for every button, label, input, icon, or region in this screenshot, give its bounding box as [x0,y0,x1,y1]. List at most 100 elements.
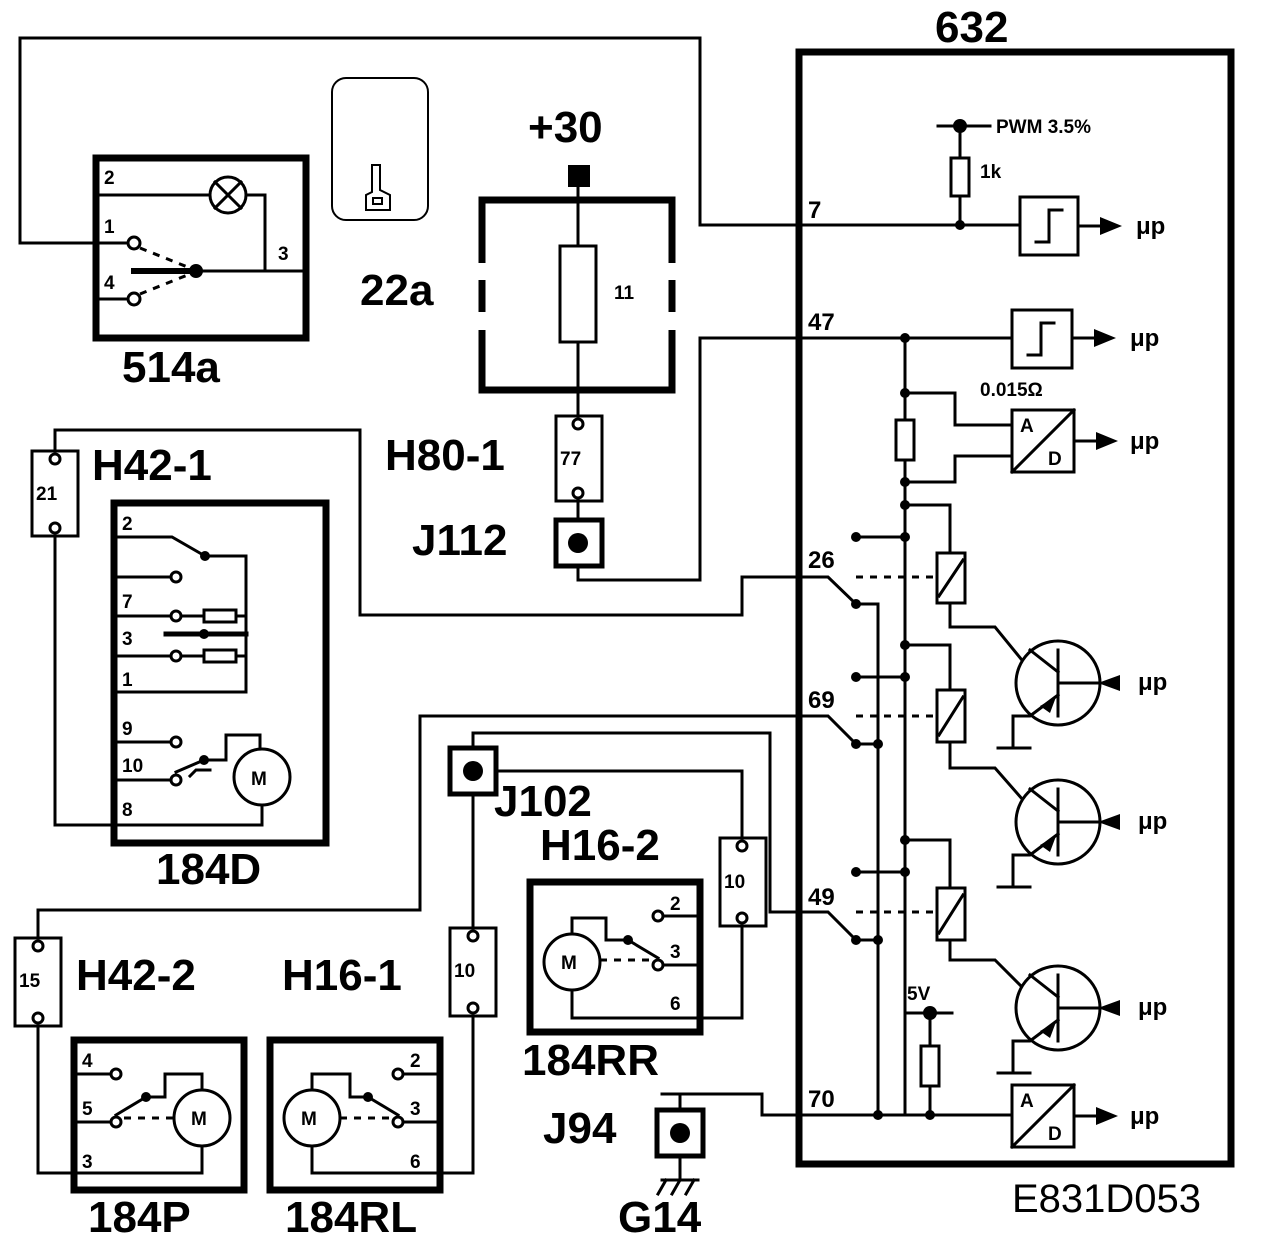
h16-2-pin: 10 [724,872,745,893]
184d-pin-1: 1 [122,670,133,691]
184p-pin-3: 3 [82,1152,93,1173]
h16-1-label: H16-1 [282,951,402,1000]
supply-terminal [568,165,590,187]
184p-box [70,1036,248,1194]
h80-1-pin-top [571,417,585,431]
ad1-d: D [1048,449,1062,470]
pin-70-line [660,1092,1014,1117]
wire-j102-to-h16-2 [494,769,744,842]
184p-label: 184P [88,1193,191,1242]
514a-pivot [189,264,203,278]
up-label-7: μp [1130,1103,1159,1130]
184d-contact-9 [169,735,183,749]
switch-514a-box [92,154,310,342]
ad-in-top [903,391,1014,427]
184p-pin-5: 5 [82,1099,93,1120]
514a-lamp-circuit [98,193,267,273]
184rl-switch [310,1072,401,1118]
184d-resistor-1 [202,608,238,624]
184rr-contact-3 [651,958,665,972]
handle-slot [372,197,383,205]
h16-1-body [448,926,498,1018]
184p-contact-5 [109,1115,123,1129]
184d-pin3-node [199,629,209,639]
arrow-icon [1098,1000,1120,1016]
184p-contact-4 [109,1067,123,1081]
relay2-to-transistor [948,740,1033,811]
184d-pin-8: 8 [122,800,133,821]
arrow-icon [1096,1107,1118,1125]
relay1-arm [740,575,859,607]
ground-icon [655,1154,700,1197]
pin-70-node-2 [925,1110,935,1120]
fuse-box-label: 22a [360,266,434,315]
wire-pin69-to-h42-2 [36,714,422,940]
relay2-pivot [851,739,861,749]
pin-47-label: 47 [808,309,835,336]
184d-pin-10: 10 [122,756,143,777]
514a-label: 514a [122,343,220,392]
h42-2-label: H42-2 [76,951,196,1000]
h16-2-label: H16-2 [540,821,660,870]
pwm-label: PWM 3.5% [996,117,1091,138]
ad-in-bot [903,454,1014,484]
ground-label: G14 [618,1193,702,1242]
connector-h16-2: 10 H16-2 [540,821,768,1020]
transistor-3: μp [996,964,1167,1075]
j94-label: J94 [543,1104,617,1153]
184d-circuit-a [116,535,248,694]
up-label-3: μp [1130,428,1159,455]
184d-pin-9: 9 [122,719,133,740]
h42-2-pin: 15 [19,971,41,992]
wire-514a-to-pin7 [18,36,702,245]
arrow-icon [1040,836,1056,852]
h16-1-pin-bot [466,1001,480,1015]
184rl-label: 184RL [285,1193,417,1242]
arrow-icon [1094,329,1116,347]
relay2-feed [903,643,952,692]
ad2-a: A [1020,1091,1034,1112]
connector-h80-1: 77 H80-1 [385,414,604,522]
pullup-resistor [919,1044,941,1088]
h42-2-body [13,936,63,1028]
ecu-632: 632 7 47 26 69 49 70 PWM 3.5% 1k μp μp 0… [418,3,1235,1168]
relay2-arm [418,714,880,746]
pin-26-label: 26 [808,547,835,574]
motor-184rl: 2 3 6 M 184RL [266,1036,444,1242]
184rr-pivot [623,935,633,945]
wire-j112-to-pin47 [576,336,702,582]
184p-pivot [141,1092,151,1102]
pin-70-node-1 [873,1110,883,1120]
diagram-id: E831D053 [1012,1177,1201,1221]
wire-h42-2-to-184p [36,1024,80,1175]
junction-j112: J112 [412,336,702,582]
wire-j102-to-pin49 [471,731,792,914]
h42-1-pin: 21 [36,484,58,505]
h16-2-body [718,836,768,928]
184d-pin-3: 3 [122,629,133,650]
184p-motor-label: M [191,1109,207,1130]
ecu-label: 632 [935,3,1008,52]
184d-dash [187,768,212,779]
j112-label: J112 [412,516,507,565]
514a-contact-1 [126,235,142,251]
184d-switch-pivot [200,551,210,561]
h16-1-pin-top [466,929,480,943]
connector-h16-1: 10 H16-1 [282,926,498,1175]
relay3-common [873,935,883,945]
relay-coil-1-diag [936,557,966,599]
514a-pin-3: 3 [278,244,289,265]
relay-coil-3-diag [936,892,966,936]
h42-1-label: H42-1 [92,441,212,490]
up-label-2: μp [1130,325,1159,352]
wire-j94-to-pin70 [678,1092,764,1112]
junction-j94: J94 G14 [543,1092,764,1242]
h42-1-pin-top [48,452,62,466]
ad1-a: A [1020,416,1034,437]
184d-pin-7: 7 [122,592,133,613]
fuse-11 [558,244,598,344]
j94-node [670,1123,690,1143]
shunt-label: 0.015Ω [980,380,1043,401]
connector-h42-2: 15 H42-2 [13,714,422,1175]
